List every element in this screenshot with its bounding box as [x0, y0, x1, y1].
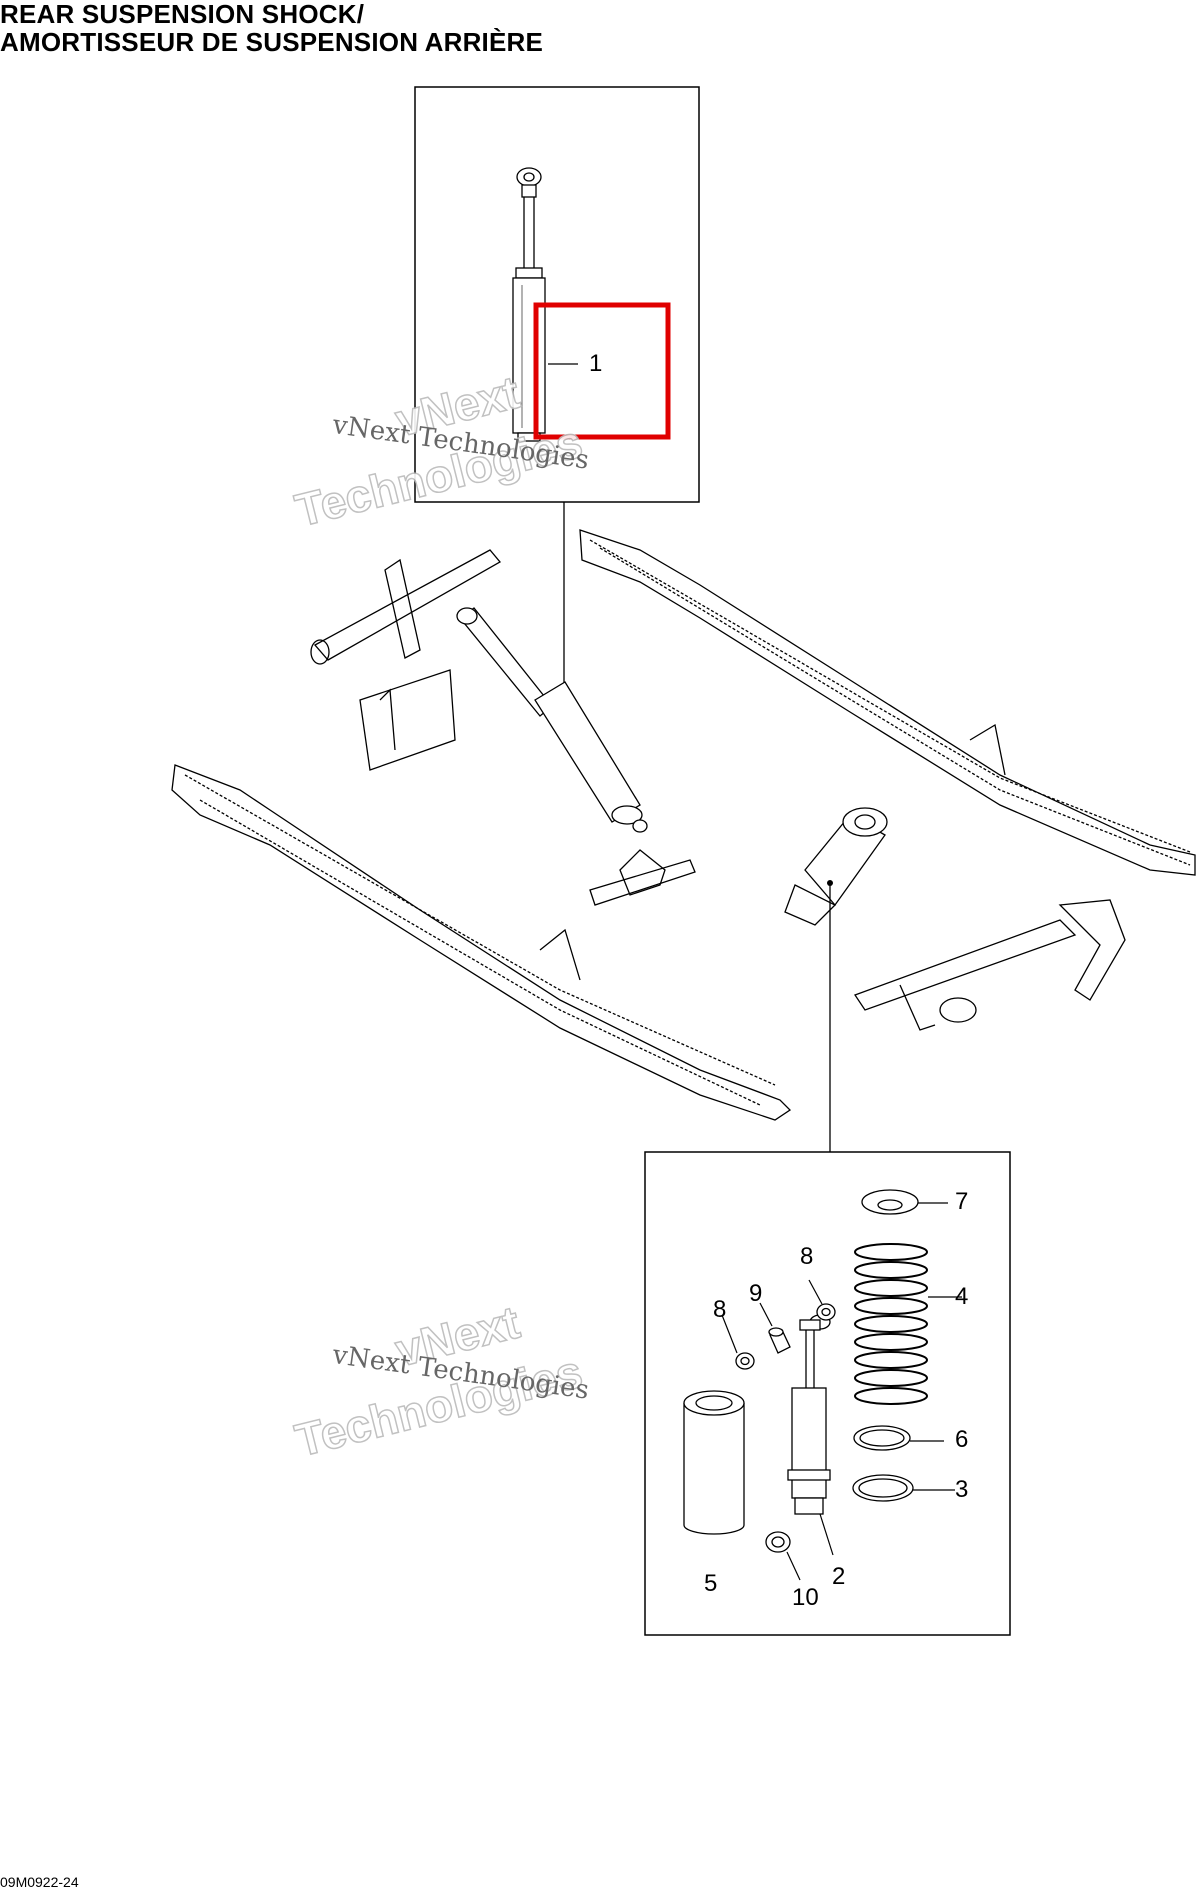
title-english: REAR SUSPENSION SHOCK/	[0, 0, 365, 29]
callout-7: 7	[955, 1188, 969, 1215]
coil-spring-part-4	[854, 1243, 928, 1405]
figure-code: 09M0922-24	[0, 1874, 79, 1890]
right-slide-rail	[579, 529, 1196, 876]
shock-absorber-part-1	[512, 167, 546, 442]
callout-8-right: 8	[800, 1243, 814, 1270]
detail-box-upper	[414, 86, 700, 503]
callout-5: 5	[704, 1570, 718, 1597]
rear-arm-assembly	[854, 899, 1126, 1031]
leader-lines-lower	[721, 1202, 962, 1581]
callout-6: 6	[955, 1426, 969, 1453]
callout-9: 9	[749, 1280, 763, 1307]
highlight-box	[533, 302, 671, 440]
callout-8-left: 8	[713, 1296, 727, 1323]
callout-1: 1	[589, 350, 603, 377]
title-french: AMORTISSEUR DE SUSPENSION ARRIÈRE	[0, 27, 544, 57]
bushing-part-8-left	[735, 1352, 755, 1370]
leader-dot-lower	[827, 880, 833, 886]
shock-body-part-2	[787, 1314, 831, 1515]
exploded-front-shock	[456, 607, 648, 833]
bushing-part-10	[765, 1531, 791, 1553]
bushing-part-8-right	[816, 1303, 836, 1321]
lower-bracket	[589, 849, 696, 906]
callout-2: 2	[832, 1563, 846, 1590]
protector-part-5	[683, 1390, 745, 1535]
detail-box-lower	[644, 1151, 1011, 1636]
washer-part-3	[852, 1474, 914, 1502]
callout-10: 10	[792, 1584, 819, 1611]
callout-3: 3	[955, 1476, 969, 1503]
sleeve-part-9	[768, 1327, 791, 1354]
front-arm-assembly	[310, 549, 501, 771]
left-slide-rail	[171, 764, 792, 1121]
rear-shock-in-suspension	[784, 807, 888, 926]
spring-stopper-part-7	[861, 1189, 919, 1215]
callout-4: 4	[955, 1283, 969, 1310]
ring-part-6	[853, 1425, 911, 1451]
